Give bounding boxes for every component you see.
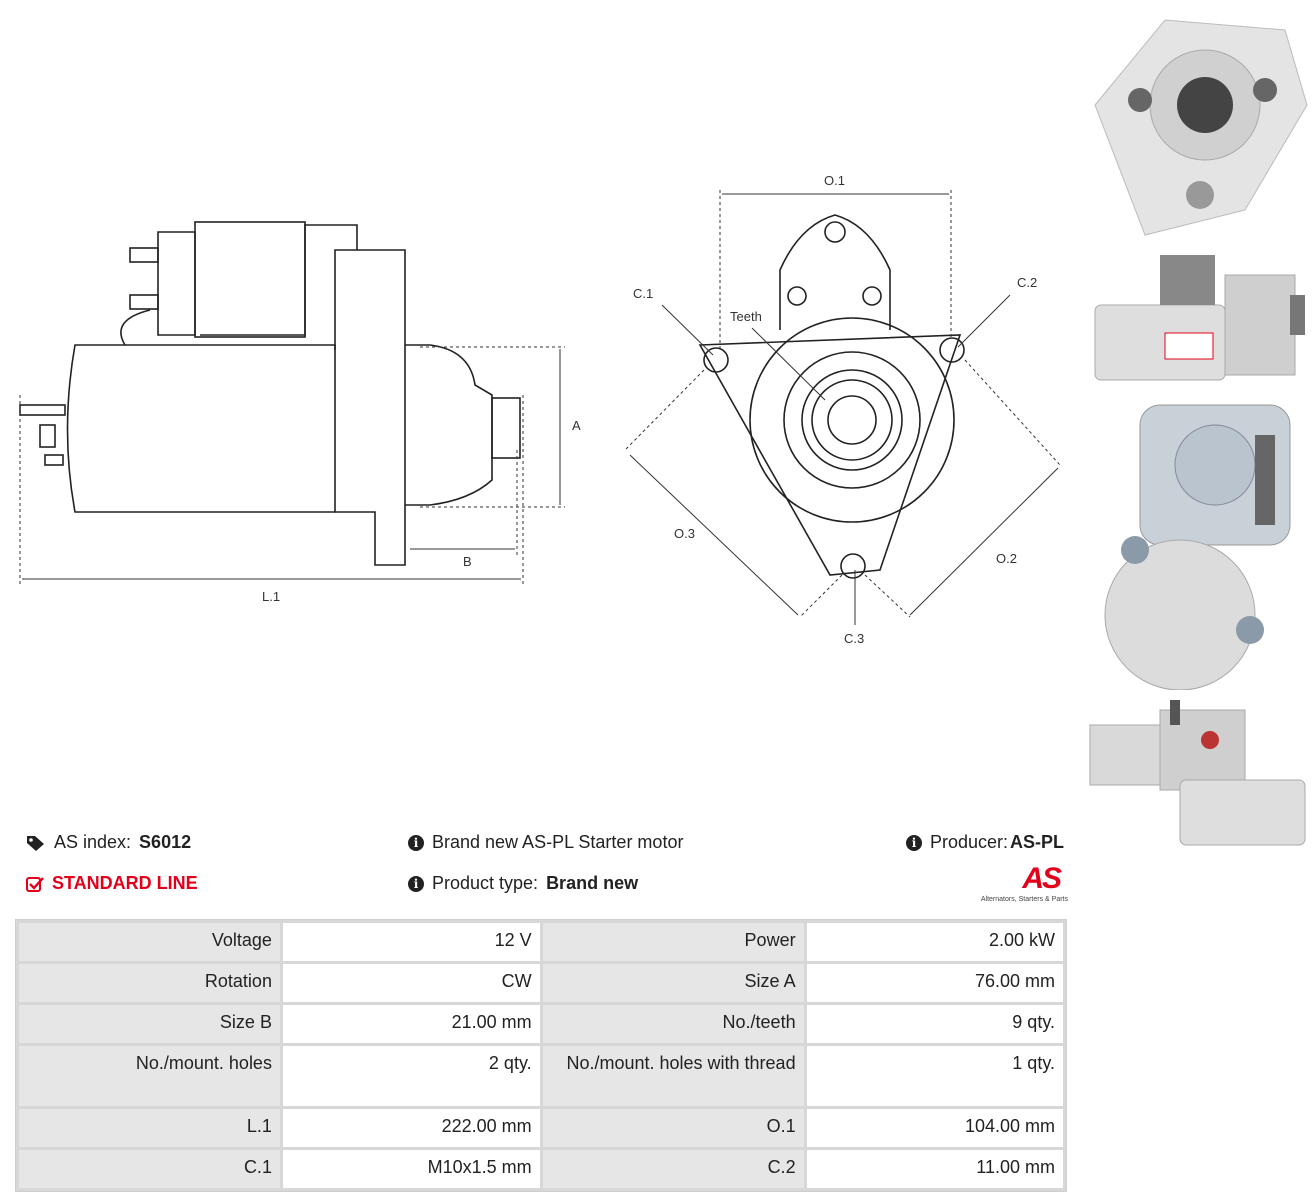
spec-key: Rotation: [19, 964, 280, 1002]
product-type-label: Product type:: [432, 873, 539, 893]
spec-key: C.1: [19, 1150, 280, 1188]
product-photo-top[interactable]: [1085, 700, 1310, 850]
dim-label-b: B: [463, 554, 472, 569]
dim-label-teeth: Teeth: [730, 309, 762, 324]
as-index: AS index: S6012: [26, 832, 191, 853]
dim-label-c3: C.3: [844, 631, 864, 646]
spec-value: 2 qty.: [282, 1046, 540, 1106]
dim-label-o3: O.3: [674, 526, 695, 541]
spec-value: 11.00 mm: [806, 1150, 1063, 1188]
product-photo-rear[interactable]: [1085, 395, 1310, 690]
info-icon: i: [906, 834, 922, 851]
description: i Brand new AS-PL Starter motor: [408, 832, 683, 853]
spec-value: 1 qty.: [806, 1046, 1063, 1106]
line-label: STANDARD LINE: [52, 873, 198, 893]
spec-key: No./mount. holes with thread: [542, 1046, 804, 1106]
spec-value: 104.00 mm: [806, 1109, 1063, 1147]
spec-value: 222.00 mm: [282, 1109, 540, 1147]
product-photo-front[interactable]: [1085, 10, 1310, 240]
producer-label: Producer:: [930, 832, 1009, 852]
technical-drawing: L.1 A B O.1 O.3 O.2 C.1 C.2 C.3: [19, 173, 1061, 646]
spec-key: Voltage: [19, 923, 280, 961]
spec-value: 12 V: [282, 923, 540, 961]
dim-label-l1: L.1: [262, 589, 280, 604]
logo-tagline: Alternators, Starters & Parts: [980, 896, 1068, 903]
standard-line: STANDARD LINE: [26, 873, 198, 894]
producer: i Producer: AS-PL: [906, 832, 1064, 853]
spec-key: Size B: [19, 1005, 280, 1043]
product-type-value: Brand new: [546, 873, 639, 893]
spec-key: L.1: [19, 1109, 280, 1147]
table-row: Rotation CW Size A 76.00 mm: [19, 964, 1063, 1002]
producer-value: AS-PL: [1010, 832, 1065, 852]
spec-key: No./mount. holes: [19, 1046, 280, 1106]
as-index-label: AS index:: [54, 832, 132, 852]
spec-value: 76.00 mm: [806, 964, 1063, 1002]
product-type: i Product type: Brand new: [408, 873, 638, 894]
spec-value: CW: [282, 964, 540, 1002]
info-icon: i: [408, 875, 424, 892]
spec-key: No./teeth: [542, 1005, 804, 1043]
table-row: Voltage 12 V Power 2.00 kW: [19, 923, 1063, 961]
product-photo-side[interactable]: [1085, 245, 1310, 385]
spec-table: Voltage 12 V Power 2.00 kW Rotation CW S…: [15, 919, 1067, 1192]
table-row: No./mount. holes 2 qty. No./mount. holes…: [19, 1046, 1063, 1106]
spec-key: O.1: [542, 1109, 804, 1147]
table-row: L.1 222.00 mm O.1 104.00 mm: [19, 1109, 1063, 1147]
spec-key: Power: [542, 923, 804, 961]
spec-value: 9 qty.: [806, 1005, 1063, 1043]
spec-value: M10x1.5 mm: [282, 1150, 540, 1188]
info-icon: i: [408, 834, 424, 851]
spec-value: 21.00 mm: [282, 1005, 540, 1043]
description-text: Brand new AS-PL Starter motor: [432, 832, 684, 852]
dim-label-o1: O.1: [824, 173, 845, 188]
spec-key: Size A: [542, 964, 804, 1002]
as-index-value: S6012: [139, 832, 192, 852]
dim-label-a: A: [572, 418, 581, 433]
tags-icon: [27, 835, 44, 851]
dim-label-c2: C.2: [1017, 275, 1037, 290]
spec-value: 2.00 kW: [806, 923, 1063, 961]
as-pl-logo: AS Alternators, Starters & Parts: [962, 862, 1068, 908]
logo-mark: AS: [1022, 862, 1062, 895]
check-square-icon: [26, 876, 44, 892]
table-row: Size B 21.00 mm No./teeth 9 qty.: [19, 1005, 1063, 1043]
table-row: C.1 M10x1.5 mm C.2 11.00 mm: [19, 1150, 1063, 1188]
dim-label-o2: O.2: [996, 551, 1017, 566]
spec-key: C.2: [542, 1150, 804, 1188]
dim-label-c1: C.1: [633, 286, 653, 301]
